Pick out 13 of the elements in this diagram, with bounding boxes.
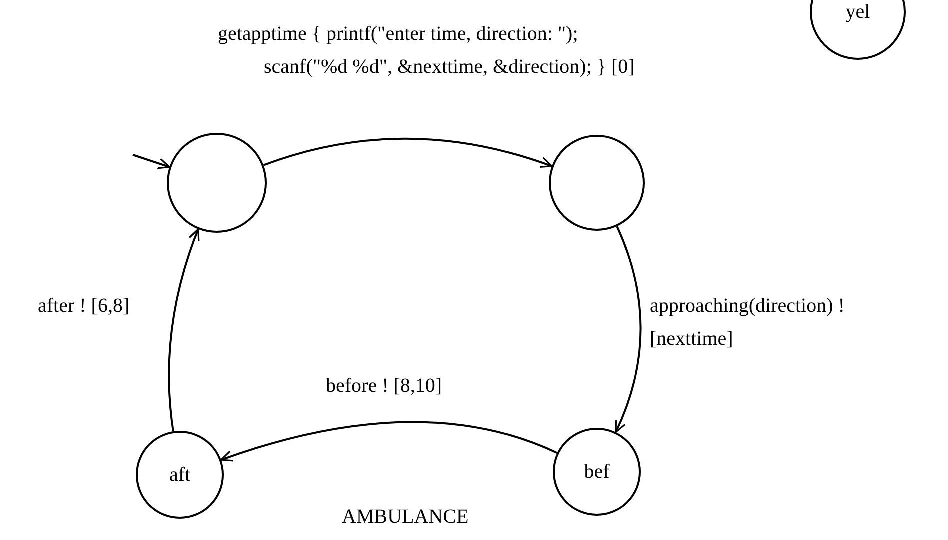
arrow bbox=[168, 228, 200, 432]
edge-label: approaching(direction) ! [nexttime] bbox=[650, 294, 846, 352]
arrow bbox=[615, 226, 642, 434]
arrow bbox=[132, 154, 170, 170]
edge-label: before ! [8,10] bbox=[326, 374, 444, 399]
state-name: yel bbox=[846, 0, 870, 24]
state-name: aft bbox=[169, 464, 191, 486]
edge-label: after ! [6,8] bbox=[38, 294, 131, 319]
arrow bbox=[263, 138, 553, 168]
arrow bbox=[220, 421, 558, 462]
edge-label: getapptime { printf("enter time, direction: "); scanf("%d %d", &nexttime, &direction); } [0] bbox=[218, 22, 636, 80]
state-name: bef bbox=[584, 460, 610, 484]
diagram-name: AMBULANCE bbox=[342, 506, 469, 529]
